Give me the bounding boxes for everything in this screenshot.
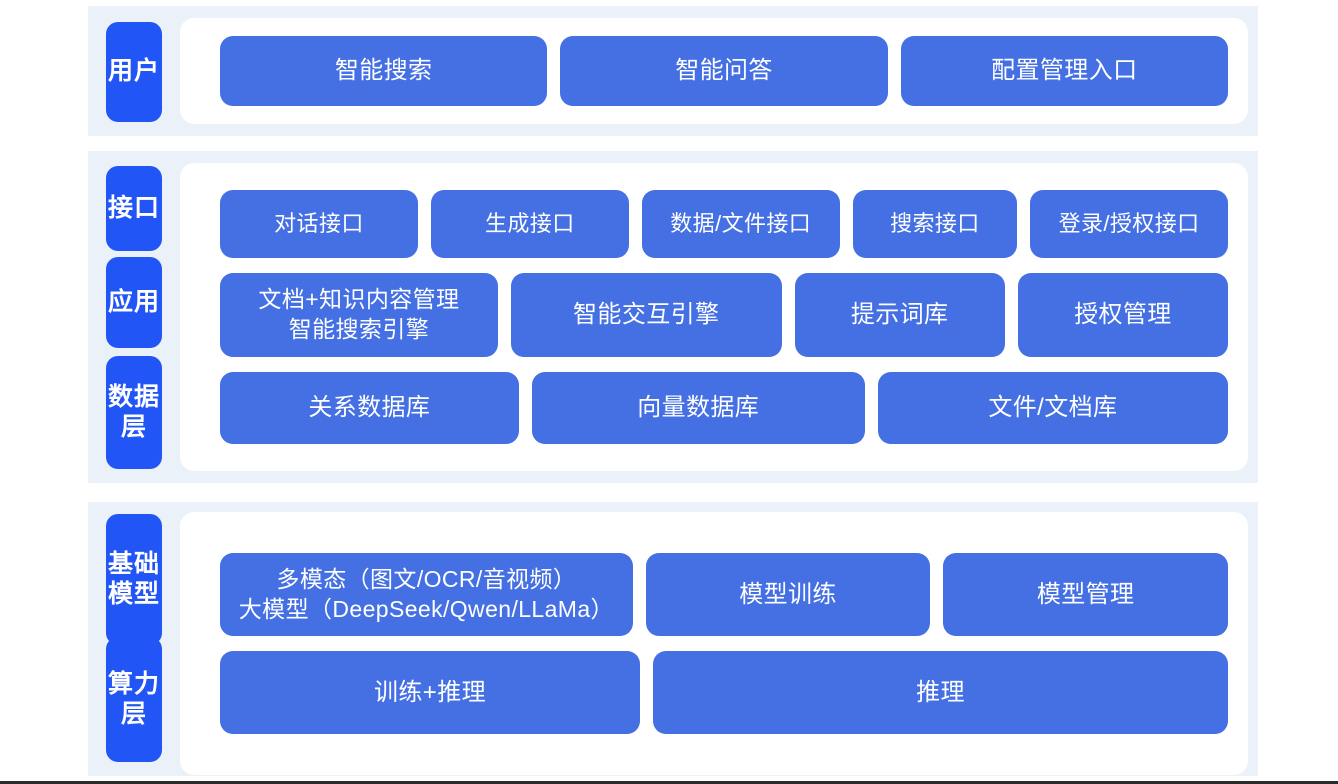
tile-dialog-interface[interactable]: 对话接口 <box>220 190 418 258</box>
tile-relational-database[interactable]: 关系数据库 <box>220 372 519 444</box>
tile-doc-knowledge-content-management[interactable]: 文档+知识内容管理 智能搜索引擎 <box>220 273 498 357</box>
row-data-stores: 关系数据库 向量数据库 文件/文档库 <box>220 372 1228 444</box>
layer-badge-user: 用户 <box>106 22 162 122</box>
tile-training-plus-inference[interactable]: 训练+推理 <box>220 651 640 734</box>
tile-smart-interaction-engine[interactable]: 智能交互引擎 <box>510 273 782 357</box>
tile-model-training[interactable]: 模型训练 <box>645 553 931 636</box>
row-api-interfaces: 对话接口 生成接口 数据/文件接口 搜索接口 登录/授权接口 <box>220 190 1228 258</box>
tile-prompt-library[interactable]: 提示词库 <box>794 273 1005 357</box>
layer-badge-app: 应用 <box>106 257 162 348</box>
tile-vector-database[interactable]: 向量数据库 <box>531 372 865 444</box>
tile-smart-qa[interactable]: 智能问答 <box>560 36 888 106</box>
layer-badge-data: 数据层 <box>106 356 162 469</box>
tile-config-management-entry[interactable]: 配置管理入口 <box>900 36 1228 106</box>
row-user-entries: 智能搜索 智能问答 配置管理入口 <box>220 36 1228 106</box>
tile-login-auth-interface[interactable]: 登录/授权接口 <box>1030 190 1228 258</box>
panel-user-layer: 智能搜索 智能问答 配置管理入口 <box>180 18 1248 124</box>
tile-search-interface[interactable]: 搜索接口 <box>852 190 1018 258</box>
bottom-divider <box>0 781 1338 784</box>
panel-infrastructure-layer: 多模态（图文/OCR/音视频） 大模型（DeepSeek/Qwen/LLaMa）… <box>180 512 1248 775</box>
tile-file-document-store[interactable]: 文件/文档库 <box>877 372 1228 444</box>
tile-smart-search[interactable]: 智能搜索 <box>220 36 548 106</box>
row-compute: 训练+推理 推理 <box>220 651 1228 734</box>
layer-badge-compute: 算力层 <box>106 637 162 762</box>
row-base-models: 多模态（图文/OCR/音视频） 大模型（DeepSeek/Qwen/LLaMa）… <box>220 553 1228 636</box>
tile-data-file-interface[interactable]: 数据/文件接口 <box>641 190 840 258</box>
panel-platform-layer: 对话接口 生成接口 数据/文件接口 搜索接口 登录/授权接口 文档+知识内容管理… <box>180 163 1248 471</box>
row-applications: 文档+知识内容管理 智能搜索引擎 智能交互引擎 提示词库 授权管理 <box>220 273 1228 357</box>
tile-inference[interactable]: 推理 <box>652 651 1228 734</box>
tile-model-management[interactable]: 模型管理 <box>943 553 1228 636</box>
layer-badge-model: 基础模型 <box>106 514 162 645</box>
layer-badge-api: 接口 <box>106 166 162 251</box>
tile-multimodal-large-model[interactable]: 多模态（图文/OCR/音视频） 大模型（DeepSeek/Qwen/LLaMa） <box>220 553 633 636</box>
tile-authorization-management[interactable]: 授权管理 <box>1017 273 1228 357</box>
tile-generation-interface[interactable]: 生成接口 <box>430 190 629 258</box>
